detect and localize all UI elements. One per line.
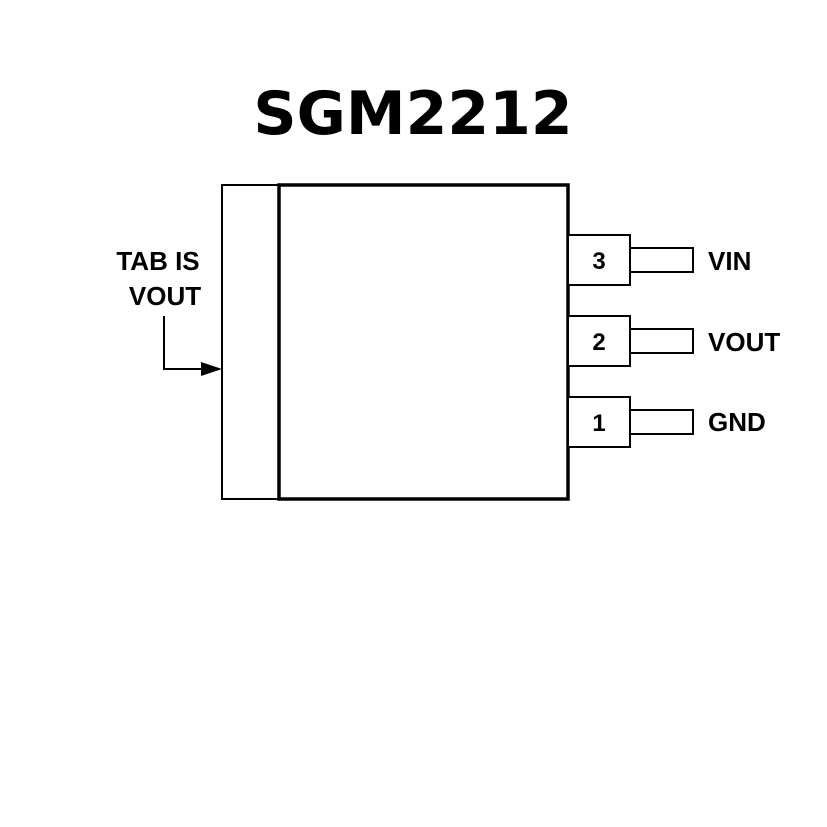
tab-note-line-2: VOUT xyxy=(129,281,201,311)
pin-2: 2 VOUT xyxy=(567,315,780,367)
pin-2-pad xyxy=(567,315,631,367)
pin-1-name: GND xyxy=(708,407,766,437)
pin-1-lead xyxy=(629,409,694,435)
tab-arrow xyxy=(163,316,222,376)
package-body xyxy=(277,183,570,501)
pin-1-number: 1 xyxy=(592,410,605,437)
pin-2-lead xyxy=(629,328,694,354)
pin-3-lead xyxy=(629,247,694,273)
pin-2-name: VOUT xyxy=(708,327,780,357)
pin-1-pad xyxy=(567,396,631,448)
pin-3: 3 VIN xyxy=(567,234,751,286)
chip-title: SGM2212 xyxy=(253,79,572,149)
package-tab xyxy=(221,184,280,500)
pin-3-name: VIN xyxy=(708,246,751,276)
pin-3-number: 3 xyxy=(592,248,605,275)
pin-1: 1 GND xyxy=(567,396,766,448)
pin-3-pad xyxy=(567,234,631,286)
pin-2-number: 2 xyxy=(592,329,605,356)
tab-note-line-1: TAB IS xyxy=(116,246,199,276)
